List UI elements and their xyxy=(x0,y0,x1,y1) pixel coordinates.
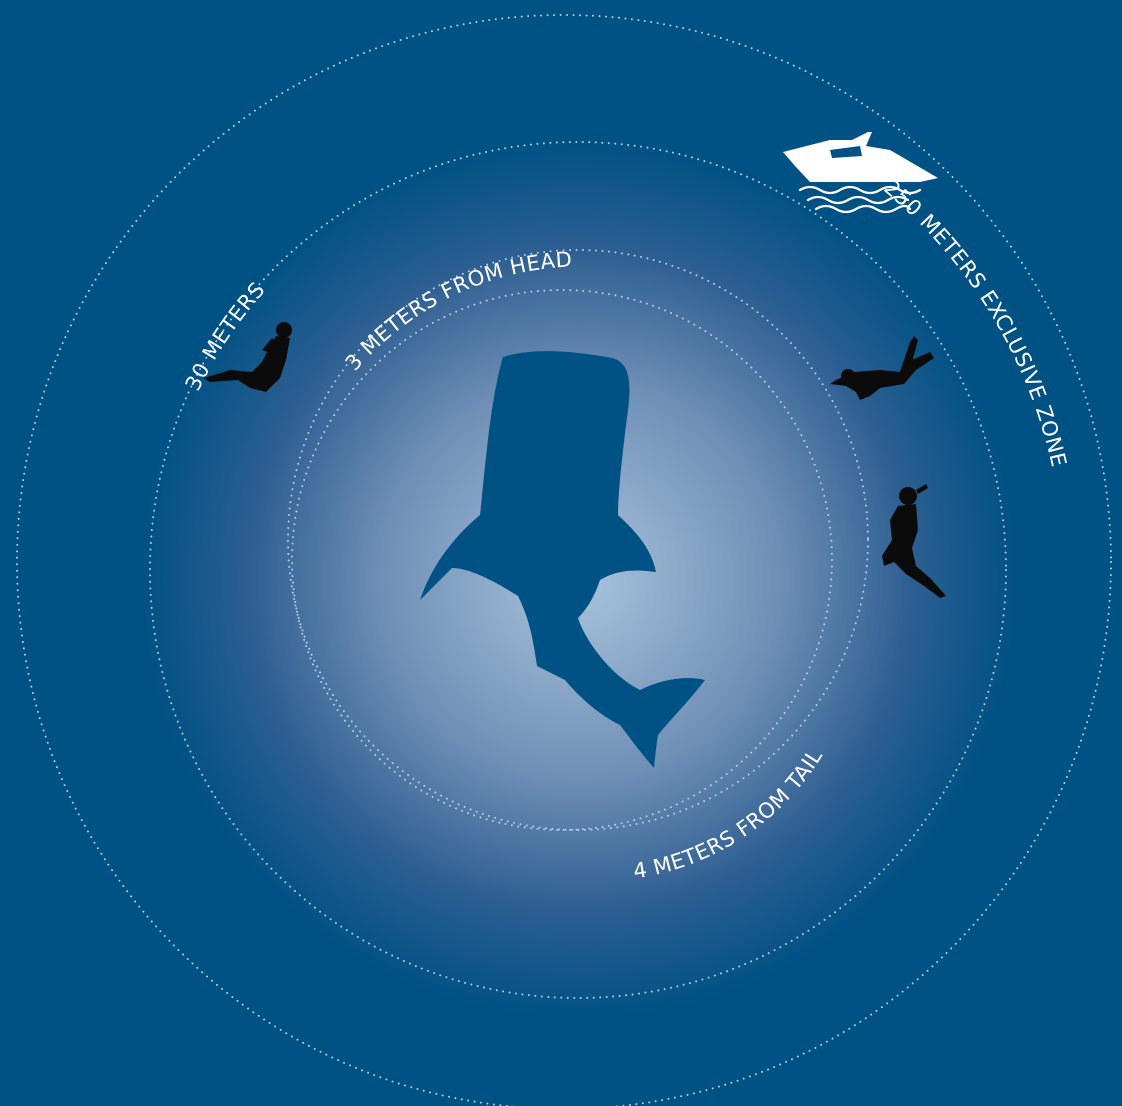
whale-shark-zones-diagram: 250 METERS EXCLUSIVE ZONE 30 METERS 3 ME… xyxy=(0,0,1122,1106)
